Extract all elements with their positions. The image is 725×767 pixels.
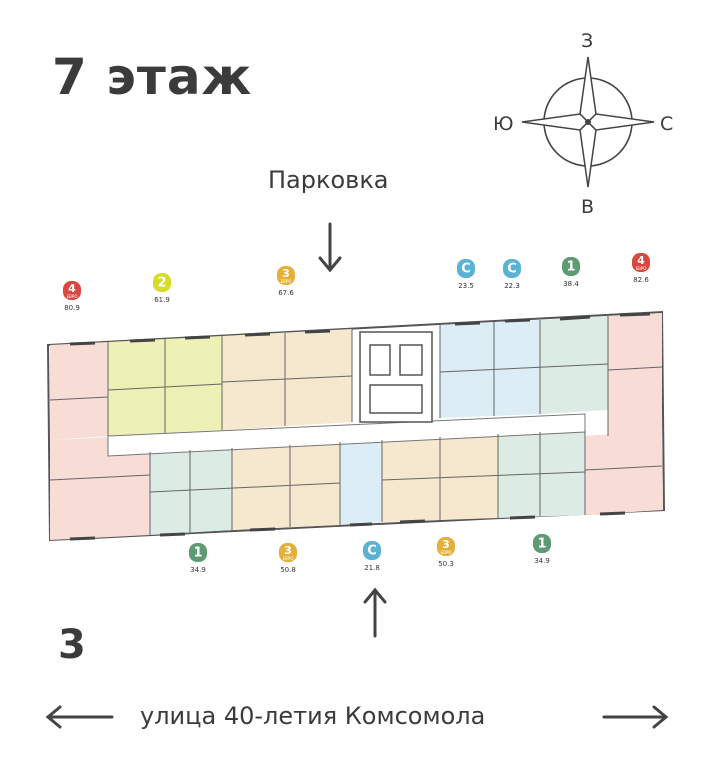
apartment-area-label: 23.5	[458, 282, 474, 290]
compass-west-label: Ю	[493, 113, 514, 135]
compass-south-label: В	[581, 196, 595, 218]
apartment-type-label: 3	[442, 538, 450, 551]
apartment-subtype-label: ЕВРО	[67, 294, 78, 299]
floor-title: 7 этаж	[52, 48, 253, 106]
apartment-type-badge	[562, 257, 580, 276]
apartment-type-badge	[533, 534, 551, 553]
apartment-area-label: 82.6	[633, 276, 649, 284]
apartment-type-badge	[279, 543, 297, 562]
apartment-type-label: 2	[157, 276, 166, 291]
apartment-type-label: С	[507, 262, 517, 277]
apartment-type-label: 1	[566, 260, 575, 275]
top-apartment-marker[interactable]: С 23.5	[457, 259, 475, 290]
apartment-subtype-label: ЕВРО	[283, 556, 294, 561]
compass-icon	[521, 56, 655, 188]
compass-east-label: С	[660, 113, 674, 135]
apartment-area-label: 38.4	[563, 280, 579, 288]
apartment-subtype-label: ЕВРО	[281, 279, 292, 284]
apartment-area-label: 80.9	[64, 304, 80, 312]
apartment-type-label: 3	[282, 267, 290, 280]
section-number: 3	[58, 622, 86, 668]
apartment-type-badge	[437, 537, 455, 556]
apartment-area-label: 22.3	[504, 282, 520, 290]
top-apartment-marker[interactable]: 138.4	[562, 257, 580, 288]
parking-arrow-icon	[318, 222, 342, 273]
apartment-type-label: 4	[637, 254, 645, 267]
apartment-type-label: 3	[284, 544, 292, 557]
apartment-area-label: 34.9	[534, 557, 550, 565]
apartment-type-label: С	[367, 544, 377, 559]
compass-north-label: З	[581, 30, 594, 52]
bottom-apartment-marker[interactable]: 134.9	[533, 534, 551, 565]
apartment-markers-top: 4ЕВРО80.9261.93ЕВРО67.6С23.5С22.3138.44Е…	[63, 253, 650, 312]
street-arrow-right-icon	[602, 705, 669, 729]
entrance-arrow-icon	[363, 587, 387, 638]
top-apartment-marker[interactable]: С 22.3	[503, 259, 521, 290]
apartment-area-label: 61.9	[154, 296, 170, 304]
apartment-subtype-label: ЕВРО	[636, 266, 647, 271]
apartment-type-badge	[153, 273, 171, 292]
apartment-area-label: 50.3	[438, 560, 454, 568]
apartment-type-badge	[503, 259, 521, 278]
building-plan	[46, 310, 666, 542]
apartment-type-badge	[457, 259, 475, 278]
street-label: улица 40-летия Комсомола	[140, 702, 486, 730]
parking-label: Парковка	[268, 166, 389, 194]
apartment-type-badge	[363, 541, 381, 560]
apartment-type-label: С	[461, 262, 471, 277]
apartment-area-label: 50.8	[280, 566, 296, 574]
apartment-type-badge	[277, 266, 295, 285]
apartment-type-label: 1	[193, 546, 202, 561]
apartment-type-badge	[63, 281, 81, 300]
bottom-apartment-marker[interactable]: С 21.8	[363, 541, 381, 572]
street-arrow-left-icon	[45, 705, 114, 729]
apartment-area-label: 21.8	[364, 564, 380, 572]
apartment-subtype-label: ЕВРО	[441, 550, 452, 555]
apartment-type-label: 1	[537, 537, 546, 552]
apartment-type-label: 4	[68, 282, 76, 295]
apartment-type-badge	[189, 543, 207, 562]
bottom-apartment-marker[interactable]: 134.9	[189, 543, 207, 574]
apartment-area-label: 67.6	[278, 289, 294, 297]
apartment-type-badge	[632, 253, 650, 272]
apartment-area-label: 34.9	[190, 566, 206, 574]
top-apartment-marker[interactable]: 261.9	[153, 273, 171, 304]
